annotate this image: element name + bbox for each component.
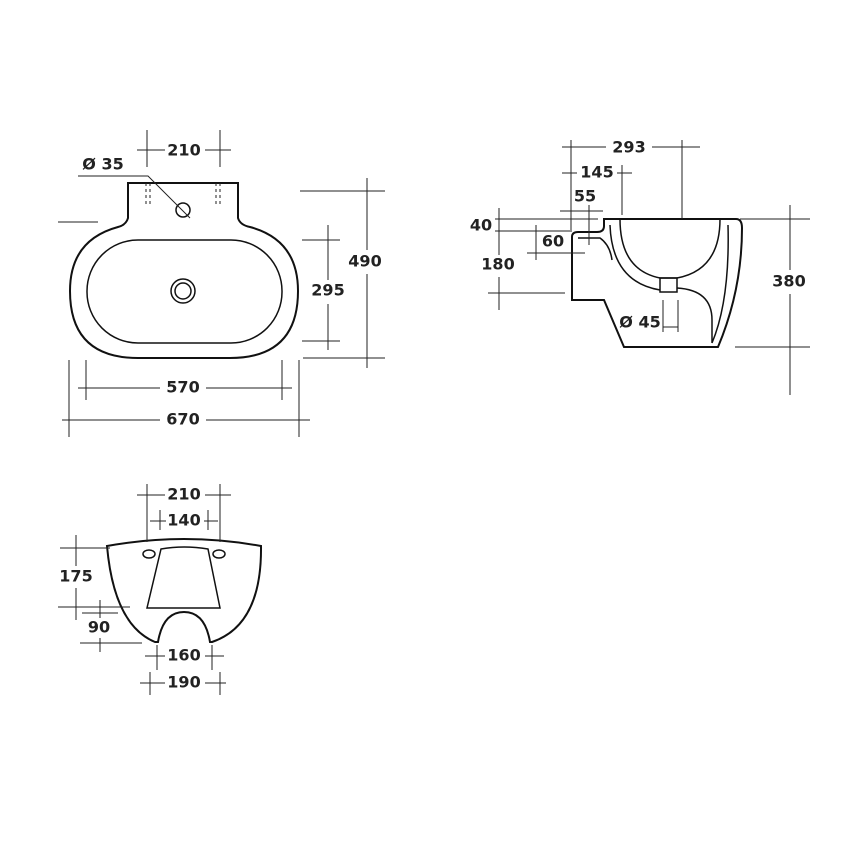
- drain-inner: [174, 282, 192, 300]
- dim-60: 60: [542, 232, 564, 251]
- side-view: 293 145 55 40 60 180 380 Ø 45: [470, 137, 812, 395]
- fixing-hole-left: [142, 549, 156, 559]
- tap-hole: [175, 202, 191, 218]
- dim-293: 293: [612, 138, 645, 157]
- dim-380: 380: [772, 272, 805, 291]
- top-view: 210 Ø 35 490 295 570 670: [58, 130, 385, 437]
- drain-icon: [170, 278, 196, 304]
- back-view-outline: [105, 538, 263, 643]
- dim-drain-diameter: Ø 45: [619, 313, 660, 332]
- dim-160: 160: [167, 646, 200, 665]
- dim-175: 175: [59, 567, 92, 586]
- fixing-hole-right: [212, 549, 226, 559]
- basin-inner-outline: [86, 239, 283, 344]
- dim-570: 570: [166, 378, 199, 397]
- dim-140: 140: [167, 511, 200, 530]
- dim-180: 180: [481, 255, 514, 274]
- dim-210-back: 210: [167, 485, 200, 504]
- dim-hole-diameter: Ø 35: [82, 155, 123, 174]
- dim-670: 670: [166, 410, 199, 429]
- dim-40: 40: [470, 216, 492, 235]
- drain-outlet: [659, 277, 678, 293]
- dim-55: 55: [574, 187, 596, 206]
- dim-90: 90: [88, 618, 110, 637]
- back-view: 210 140 175 90 160 190: [56, 484, 263, 695]
- dim-490: 490: [348, 252, 381, 271]
- wall-section-lines: [578, 224, 729, 344]
- dim-190: 190: [167, 673, 200, 692]
- dim-145: 145: [580, 163, 613, 182]
- back-opening: [146, 546, 221, 609]
- dim-295: 295: [311, 281, 344, 300]
- dim-210: 210: [167, 141, 200, 160]
- top-view-outline: [68, 182, 300, 359]
